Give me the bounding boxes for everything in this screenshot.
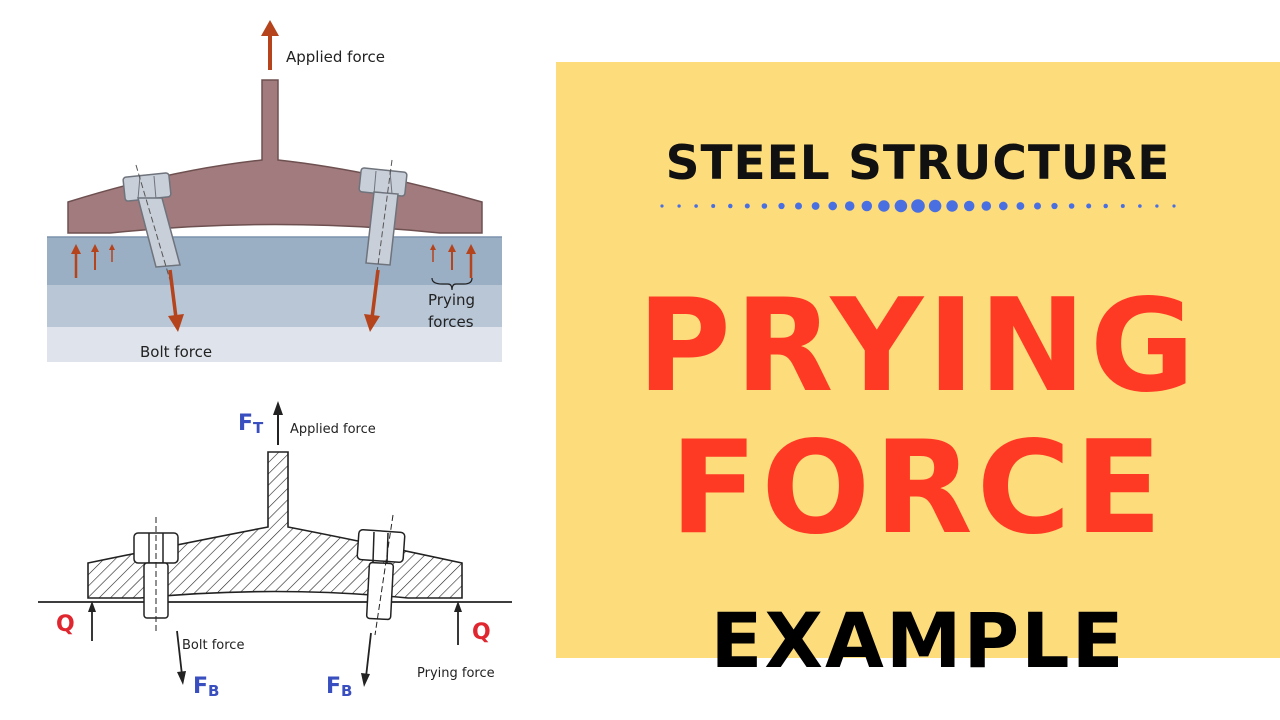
divider-dot xyxy=(911,199,925,213)
applied-force-label-bottom: Applied force xyxy=(290,422,376,437)
divider-dot xyxy=(1138,204,1142,208)
divider-dot xyxy=(778,202,785,210)
divider-dot xyxy=(660,204,664,208)
bolt-force-label: Bolt force xyxy=(140,343,212,361)
divider-dot xyxy=(711,204,716,208)
left-bolt xyxy=(122,164,181,281)
q-label-left: Q xyxy=(56,612,75,637)
divider-dot xyxy=(828,201,838,211)
divider-dot xyxy=(677,204,681,208)
divider-dot xyxy=(1172,204,1176,208)
divider-dot xyxy=(1155,204,1159,208)
bolt-force-arrow-left xyxy=(168,269,184,332)
title-panel: STEEL STRUCTURE PRYING FORCE EXAMPLE xyxy=(556,62,1280,685)
right-bolt-drawing xyxy=(356,514,406,636)
prying-forces-label-line2: forces xyxy=(428,313,474,331)
divider-dot xyxy=(1086,203,1092,209)
divider-dot xyxy=(1120,204,1125,208)
divider-dot xyxy=(963,200,975,212)
prying-forces-label-line1: Prying xyxy=(428,291,475,309)
divider-dot xyxy=(981,201,992,211)
divider-dot xyxy=(861,200,873,212)
divider-dot xyxy=(795,202,802,210)
applied-force-arrow xyxy=(261,20,279,70)
q-arrow-right xyxy=(454,601,462,645)
ft-arrow xyxy=(273,401,283,445)
tee-flange xyxy=(67,79,483,234)
prying-arrows-left xyxy=(71,244,115,278)
divider-dot xyxy=(928,199,942,213)
divider-dot xyxy=(1103,203,1108,209)
prying-force-colored-diagram: Applied force Bolt force Prying forces xyxy=(47,20,502,362)
divider-dot xyxy=(946,200,958,212)
divider-dot xyxy=(1034,202,1041,210)
divider-dot xyxy=(998,201,1008,211)
prying-brace xyxy=(431,277,473,291)
applied-force-label: Applied force xyxy=(286,48,385,66)
divider-dot xyxy=(694,204,698,208)
fb-label-right: FB xyxy=(326,674,352,700)
bolt-force-label-bottom: Bolt force xyxy=(182,638,244,653)
right-bolt xyxy=(358,159,408,281)
base-plate-layer-top xyxy=(47,237,502,285)
ft-label: FT xyxy=(238,411,264,437)
divider-dot xyxy=(744,203,750,209)
prying-arrows-right xyxy=(430,244,476,278)
divider-dot xyxy=(1051,202,1058,210)
prying-force-line-diagram: FT Applied force Q Q Bolt force Prying f… xyxy=(38,401,512,700)
subtitle: EXAMPLE xyxy=(710,596,1126,685)
fb-arrow-left xyxy=(176,630,186,685)
title-line-1: PRYING xyxy=(637,272,1199,421)
divider-dot xyxy=(761,203,768,209)
divider-dot xyxy=(728,203,733,209)
divider-dot xyxy=(894,199,908,213)
q-arrow-left xyxy=(88,601,96,641)
fb-arrow-right xyxy=(361,632,372,687)
prying-force-label-bottom: Prying force xyxy=(417,666,495,681)
divider-dot xyxy=(811,202,820,210)
divider-dot xyxy=(878,200,890,212)
title-line-2: FORCE xyxy=(669,414,1167,563)
divider-dot xyxy=(1068,203,1075,209)
left-bolt-drawing xyxy=(133,517,179,633)
divider-dot xyxy=(844,201,855,211)
dotted-divider xyxy=(660,199,1176,213)
bolt-force-arrow-right xyxy=(364,269,380,332)
heading: STEEL STRUCTURE xyxy=(665,136,1171,191)
divider-dot xyxy=(1016,202,1025,210)
fb-label-left: FB xyxy=(193,674,219,700)
q-label-right: Q xyxy=(472,620,491,645)
